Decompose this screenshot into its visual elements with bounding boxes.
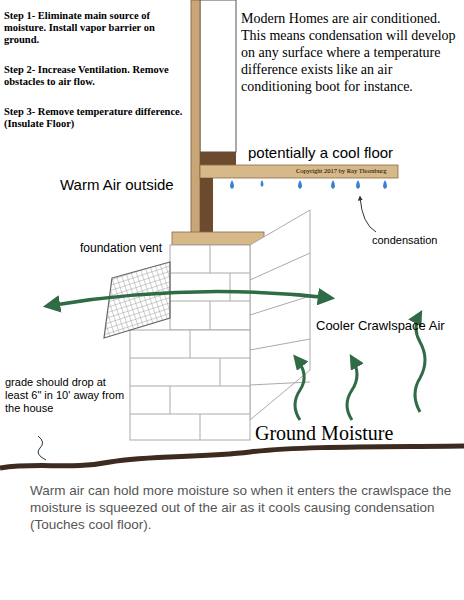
rim-joist [200, 178, 213, 232]
airflow-arrow [48, 292, 330, 306]
leader-line [38, 436, 46, 460]
siding [191, 0, 200, 272]
step-note: Step 3- Remove temperature difference. (… [4, 106, 184, 130]
leader-line [360, 197, 376, 232]
floor-label: potentially a cool floor [248, 144, 428, 161]
explanation-note: Modern Homes are air conditioned. This m… [241, 10, 461, 95]
wall [200, 0, 236, 152]
caption-note: Warm air can hold more moisture so when … [30, 482, 458, 533]
floor-beam [200, 165, 398, 178]
ground-line [0, 446, 464, 468]
foundation-vent [104, 262, 170, 338]
copyright: Copyright 2017 by Ray Thornburg [296, 167, 396, 175]
part-label: foundation vent [80, 241, 190, 255]
region-label: Warm Air outside [60, 176, 190, 193]
step-note: Step 2- Increase Ventilation. Remove obs… [4, 64, 189, 88]
region-label: Ground Moisture [255, 422, 455, 444]
sill-plate [172, 232, 264, 245]
step-note: Step 1- Eliminate main source of moistur… [4, 10, 189, 46]
callout-label: condensation [372, 234, 462, 247]
water-drops [230, 180, 387, 189]
region-label: Cooler Crawlspace Air [316, 318, 461, 333]
grade-note: grade should drop at least 6" in 10' awa… [5, 376, 125, 415]
sill-block [200, 152, 236, 165]
